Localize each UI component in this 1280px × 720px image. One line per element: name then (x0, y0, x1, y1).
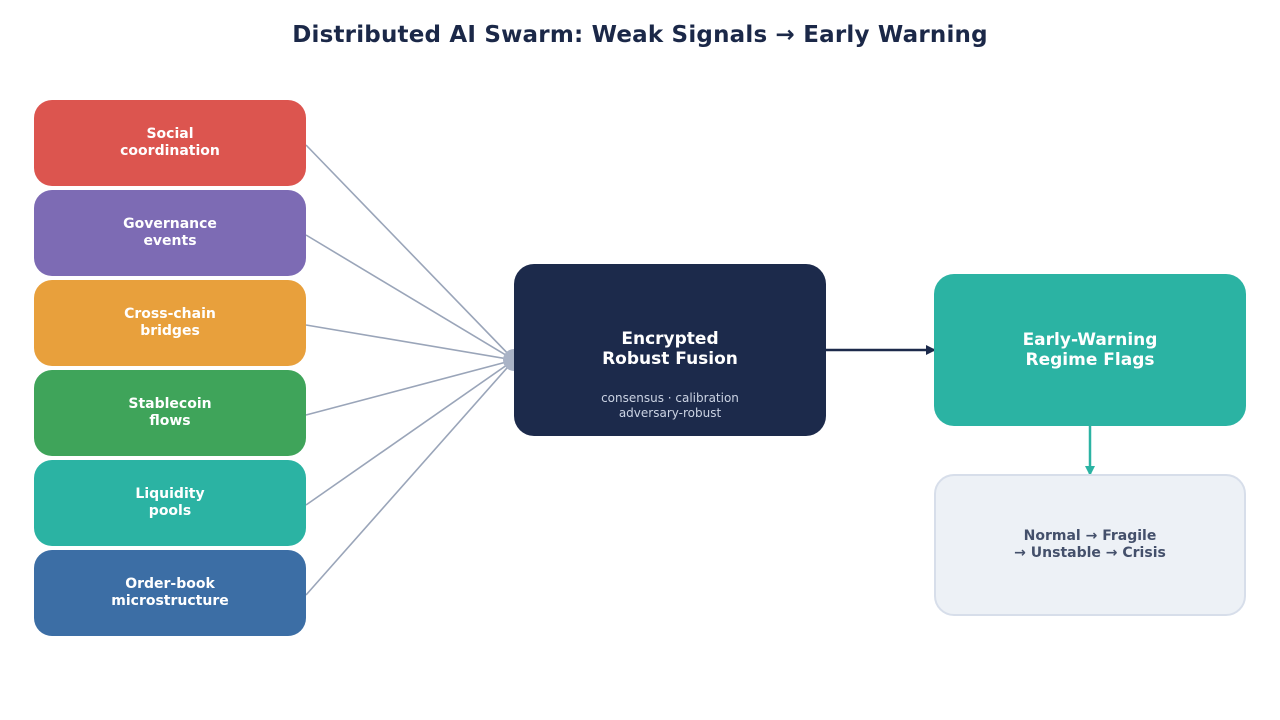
source-wire (305, 359, 515, 506)
source-wires (305, 144, 515, 596)
fusion-node: Encrypted Robust Fusion consensus · cali… (514, 264, 826, 436)
diagram-title: Distributed AI Swarm: Weak Signals → Ear… (292, 22, 988, 48)
regime-states-node: Normal → Fragile → Unstable → Crisis (934, 474, 1246, 616)
source-wire (305, 359, 515, 416)
source-wire (305, 234, 515, 361)
source-node: Liquidity pools (34, 460, 306, 546)
source-wire (305, 324, 515, 361)
source-node: Governance events (34, 190, 306, 276)
source-node: Social coordination (34, 100, 306, 186)
source-node: Cross-chain bridges (34, 280, 306, 366)
early-warning-flags-node: Early-Warning Regime Flags (934, 274, 1246, 426)
fusion-subtitle: consensus · calibration adversary-robust (601, 391, 739, 420)
source-wire (305, 144, 515, 361)
fusion-title: Encrypted Robust Fusion (602, 329, 738, 369)
source-node: Stablecoin flows (34, 370, 306, 456)
source-wire (305, 359, 515, 596)
source-node: Order-book microstructure (34, 550, 306, 636)
